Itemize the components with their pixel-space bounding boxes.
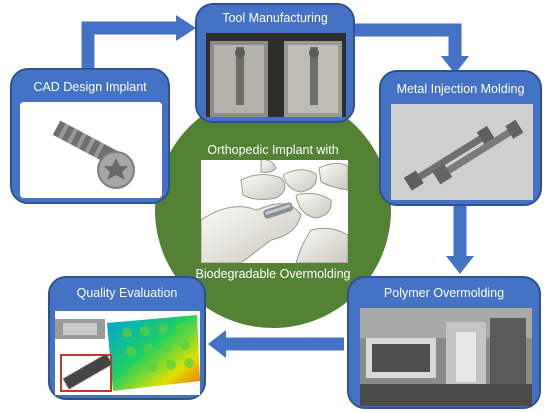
arrowhead-polymer-to-quality bbox=[208, 330, 226, 358]
step-metal-injection-molding: Metal Injection Molding bbox=[379, 70, 542, 206]
quality-scan-image bbox=[55, 311, 200, 395]
mim-screws-image bbox=[391, 104, 533, 200]
arrowhead-metal-to-polymer bbox=[446, 256, 474, 274]
arrowhead-tool-to-metal bbox=[441, 56, 469, 74]
step-cad-design-title: CAD Design Implant bbox=[33, 80, 147, 94]
step-polymer-overmolding: Polymer Overmolding bbox=[347, 276, 541, 409]
step-metal-injection-title: Metal Injection Molding bbox=[396, 82, 525, 96]
overmolding-machine-image bbox=[360, 308, 532, 406]
center-title-top: Orthopedic Implant with bbox=[207, 143, 339, 157]
arrowhead-cad-to-tool bbox=[176, 15, 196, 41]
arrow-tool-to-metal bbox=[352, 23, 462, 58]
step-quality-evaluation: Quality Evaluation bbox=[48, 276, 206, 400]
mold-tool-image bbox=[206, 33, 346, 117]
cad-screw-image bbox=[20, 102, 162, 198]
wrist-implant-image bbox=[201, 160, 348, 263]
step-quality-evaluation-title: Quality Evaluation bbox=[76, 286, 178, 300]
step-polymer-overmolding-title: Polymer Overmolding bbox=[383, 286, 505, 300]
arrow-cad-to-tool bbox=[81, 21, 178, 70]
step-tool-manufacturing: Tool Manufacturing bbox=[195, 3, 355, 123]
step-cad-design: CAD Design Implant bbox=[10, 68, 170, 204]
center-title-bottom: Biodegradable Overmolding bbox=[195, 267, 351, 281]
step-tool-manufacturing-title: Tool Manufacturing bbox=[222, 11, 328, 25]
